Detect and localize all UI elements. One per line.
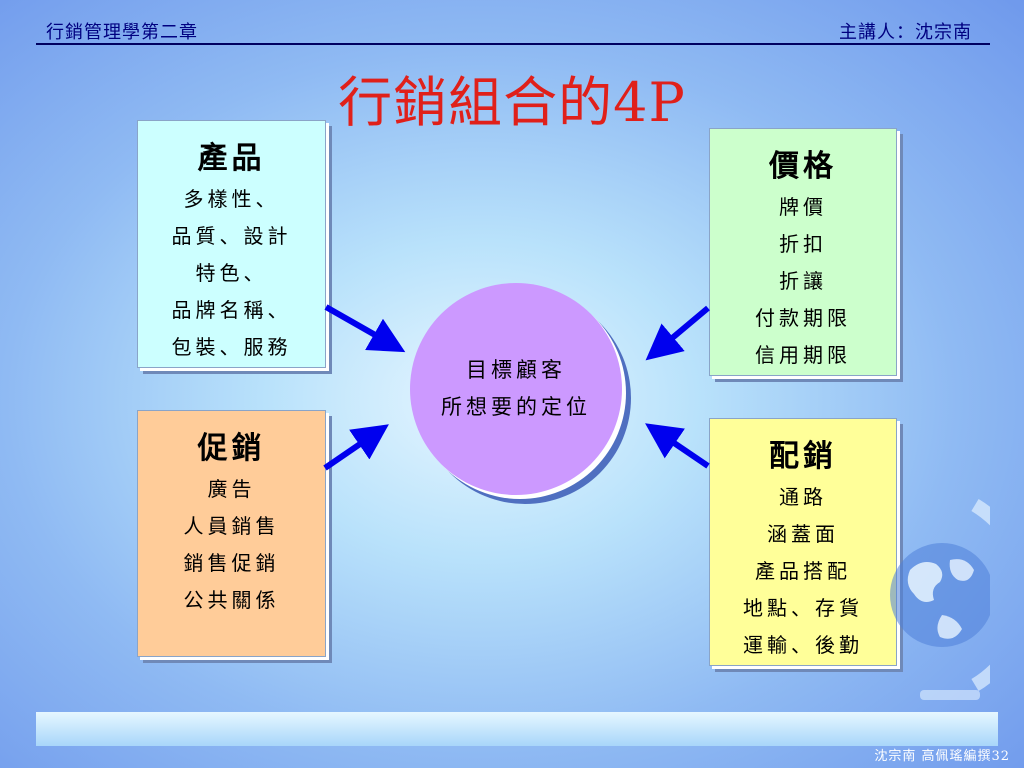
- price-item: 折讓: [779, 269, 827, 293]
- promotion-item: 廣告: [207, 477, 256, 501]
- arrow-product-to-center: [324, 304, 406, 353]
- place-item: 地點、存貨: [743, 596, 863, 620]
- place-heading: 配銷: [769, 439, 837, 474]
- product-item: 多樣性、: [183, 187, 280, 211]
- promotion-item: 人員銷售: [183, 514, 280, 538]
- arrow-place-to-center: [645, 423, 710, 469]
- place-item: 運輸、後勤: [743, 633, 863, 657]
- speaker-label: 主講人：沈宗南: [839, 22, 972, 43]
- place-item: 產品搭配: [755, 559, 851, 583]
- price-item: 牌價: [779, 195, 827, 219]
- price-box: 價格 牌價 折扣 折讓 付款期限 信用期限: [709, 128, 897, 376]
- product-item: 特色、: [195, 261, 268, 285]
- price-item: 付款期限: [755, 306, 851, 330]
- promotion-item: 公共關係: [183, 588, 280, 612]
- product-item: 包裝、服務: [171, 335, 292, 359]
- arrow-promotion-to-center: [323, 424, 389, 471]
- product-box: 產品 多樣性、 品質、設計 特色、 品牌名稱、 包裝、服務: [137, 120, 326, 368]
- globe-icon: [890, 499, 990, 700]
- place-box: 配銷 通路 涵蓋面 產品搭配 地點、存貨 運輸、後勤: [709, 418, 897, 666]
- place-item: 通路: [779, 485, 827, 509]
- course-title: 行銷管理學第二章: [46, 22, 198, 43]
- product-heading: 產品: [197, 141, 266, 176]
- product-item: 品質、設計: [171, 224, 292, 248]
- place-item: 涵蓋面: [767, 522, 839, 546]
- target-customer-circle: 目標顧客 所想要的定位: [410, 283, 622, 495]
- bottom-band: [36, 712, 998, 746]
- arrow-price-to-center: [645, 305, 710, 361]
- promotion-box: 促銷 廣告 人員銷售 銷售促銷 公共關係: [137, 410, 326, 657]
- footer-credit: 沈宗南 高佩瑤編撰32: [874, 749, 1010, 764]
- promotion-heading: 促銷: [197, 431, 266, 466]
- center-line: 所想要的定位: [441, 395, 591, 419]
- product-item: 品牌名稱、: [171, 298, 292, 322]
- price-item: 折扣: [779, 232, 827, 256]
- header-divider: [36, 43, 990, 45]
- price-item: 信用期限: [755, 343, 851, 367]
- slide-title: 行銷組合的4P: [338, 71, 686, 134]
- promotion-item: 銷售促銷: [183, 551, 280, 575]
- price-heading: 價格: [769, 149, 837, 184]
- center-line: 目標顧客: [466, 358, 566, 382]
